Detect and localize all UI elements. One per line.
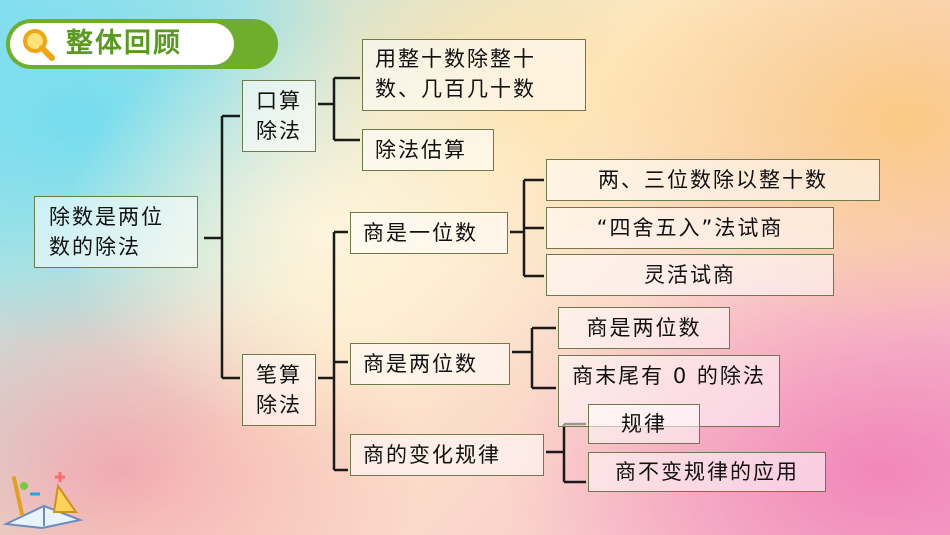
group-3-label: 商的变化规律 [363,443,501,467]
group-1-item-1: 两、三位数除以整十数 [546,159,880,201]
section-header-inner: 整体回顾 [10,23,234,65]
root-node: 除数是两位数的除法 [34,196,198,268]
group-3-item-2: 商不变规律的应用 [588,452,826,492]
group-2-label: 商是两位数 [363,352,478,376]
group-3-item-1: 规律 [588,404,700,444]
group-1-item-3-label: 灵活试商 [644,263,736,287]
group-2-node: 商是两位数 [350,343,510,385]
magnifier-icon [23,29,55,61]
root-node-label: 除数是两位数的除法 [49,205,164,259]
group-3-item-2-label: 商不变规律的应用 [615,460,799,484]
oral-division-node: 口算除法 [242,80,316,152]
group-1-item-2-label: “四舍五入”法试商 [596,216,784,240]
oral-item-1: 用整十数除整十数、几百几十数 [362,39,586,111]
group-1-node: 商是一位数 [350,212,508,254]
group-2-item-1: 商是两位数 [558,307,730,349]
group-2-item-2-label: 商末尾有 0 的除法 [572,364,766,388]
group-3-item-1-label: 规律 [621,412,667,436]
group-1-item-3: 灵活试商 [546,254,834,296]
section-header: 整体回顾 [6,19,278,69]
written-division-label: 笔算除法 [256,363,302,417]
math-tools-icon [2,472,84,530]
oral-item-1-label: 用整十数除整十数、几百几十数 [375,47,536,101]
group-2-item-1-label: 商是两位数 [586,316,702,340]
written-division-node: 笔算除法 [242,354,316,426]
group-1-label: 商是一位数 [363,221,478,245]
oral-division-label: 口算除法 [256,89,302,143]
group-1-item-2: “四舍五入”法试商 [546,207,834,249]
group-3-node: 商的变化规律 [350,434,544,476]
oral-item-2: 除法估算 [362,129,494,171]
page-title: 整体回顾 [66,28,182,59]
group-1-item-1-label: 两、三位数除以整十数 [598,168,828,192]
oral-item-2-label: 除法估算 [375,138,467,162]
